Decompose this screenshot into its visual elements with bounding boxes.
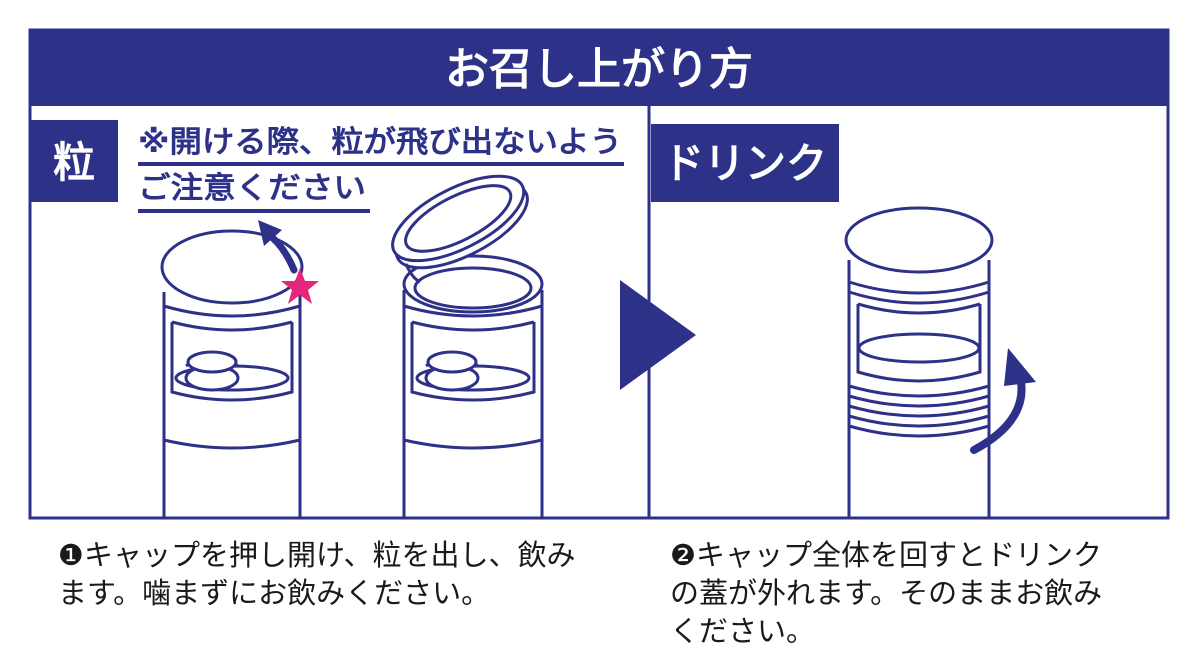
drink-label: ドリンク [663,139,827,188]
curved-arrow-up-head [258,220,282,246]
warning-line-2: ご注意ください [138,171,366,206]
play-triangle-icon [620,280,696,390]
rotate-arrow-icon [970,372,1026,454]
bottle-closed [160,229,304,518]
step-2-line-1: ❷キャップ全体を回すとドリンク [670,538,1102,572]
bottle-drink [844,206,994,518]
header-title: お召し上がり方 [445,44,753,95]
warning-line-1: ※開ける際、粒が飛び出ないよう [138,125,622,160]
step-1-caption: ❶キャップを押し開け、粒を出し、飲み ます。噛まずにお飲みください。 [58,536,576,612]
drink-label-box [651,124,839,202]
step-2-line-3: ください。 [670,614,816,648]
rotate-arrow-head [1004,348,1036,386]
step-1-line-1: ❶キャップを押し開け、粒を出し、飲み [58,538,576,572]
step-1-line-2: ます。噛まずにお飲みください。 [58,576,491,610]
bottle-open [391,174,544,518]
header-band [30,30,1168,106]
granule-label: 粒 [53,138,95,187]
granule-label-box [30,120,118,202]
step-2-caption: ❷キャップ全体を回すとドリンク の蓋が外れます。そのままお飲み ください。 [670,536,1102,650]
step-2-line-2: の蓋が外れます。そのままお飲み [670,576,1103,610]
star-icon [281,268,319,304]
instruction-diagram: お召し上がり方 粒 ※開ける際、粒が飛び出ないよう ご注意ください ドリンク [28,28,1170,520]
